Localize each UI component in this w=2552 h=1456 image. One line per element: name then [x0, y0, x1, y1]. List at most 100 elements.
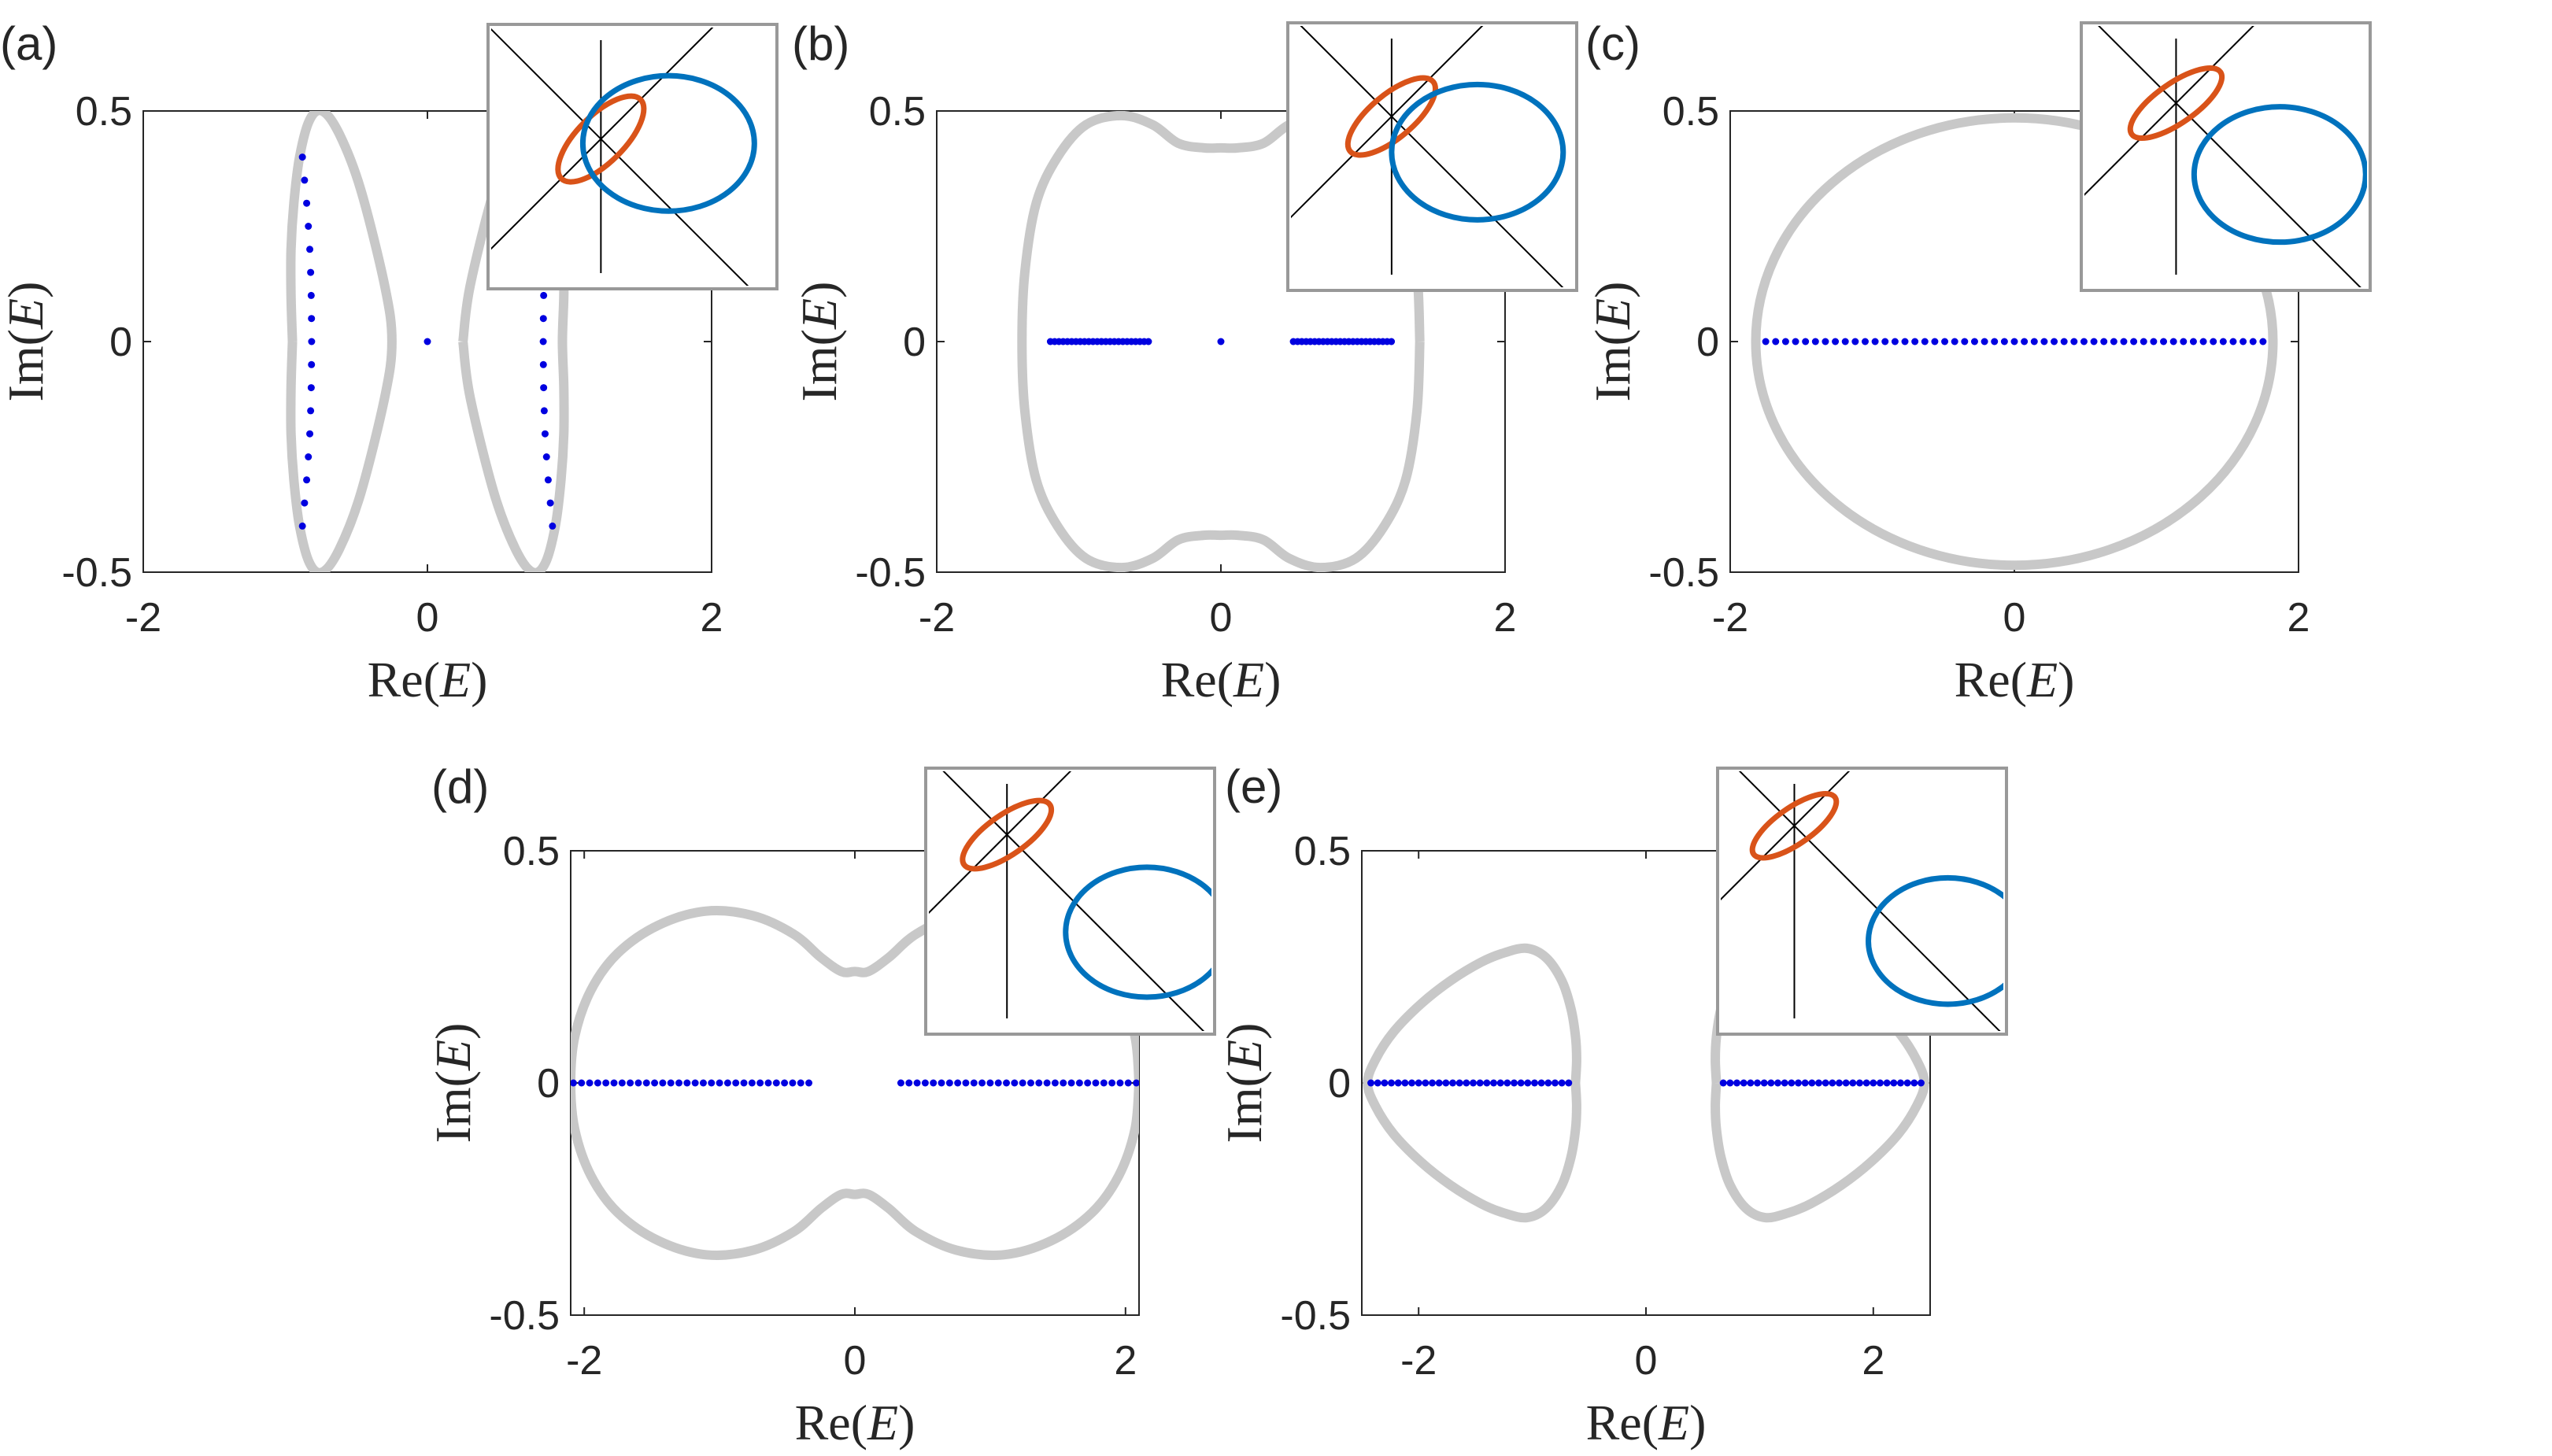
x-tick-label: 0	[416, 595, 439, 641]
obc-eigenvalue-point	[962, 1079, 970, 1087]
obc-eigenvalue-point	[978, 1079, 986, 1087]
y-tick-label: 0.5	[1294, 829, 1351, 874]
obc-eigenvalue-point	[2090, 338, 2098, 346]
obc-eigenvalue-point	[1871, 338, 1879, 346]
obc-eigenvalue-point	[781, 1079, 789, 1087]
inset	[1716, 767, 2008, 1036]
inset-content	[2084, 26, 2367, 287]
obc-eigenvalue-point	[921, 1079, 929, 1087]
obc-eigenvalue-point	[1835, 1079, 1843, 1087]
obc-eigenvalue-point	[1415, 1079, 1422, 1087]
obc-eigenvalue-point	[541, 430, 549, 438]
obc-eigenvalue-point	[683, 1079, 691, 1087]
obc-eigenvalue-point	[1719, 1079, 1727, 1087]
obc-eigenvalue-point	[2199, 338, 2207, 346]
pbc-loop	[286, 111, 397, 572]
obc-eigenvalue-point	[540, 384, 548, 392]
obc-eigenvalue-point	[2219, 338, 2227, 346]
obc-eigenvalue-point	[772, 1079, 780, 1087]
obc-eigenvalue-point	[716, 1079, 723, 1087]
obc-eigenvalue-point	[2239, 338, 2247, 346]
inset-axis-diagonal-up	[491, 28, 714, 250]
obc-eigenvalue-point	[1981, 338, 1988, 346]
obc-eigenvalue-point	[1870, 1079, 1877, 1087]
obc-eigenvalue-point	[1881, 338, 1889, 346]
obc-eigenvalue-point	[1530, 1079, 1538, 1087]
obc-eigenvalue-point	[1124, 1079, 1132, 1087]
obc-eigenvalue-point	[1896, 1079, 1904, 1087]
obc-eigenvalue-point	[1774, 1079, 1782, 1087]
obc-eigenvalue-point	[544, 476, 552, 484]
obc-eigenvalue-point	[2060, 338, 2068, 346]
y-tick-label: -0.5	[1280, 1293, 1351, 1339]
obc-eigenvalue-point	[748, 1079, 756, 1087]
inset-frame	[2080, 21, 2372, 292]
obc-eigenvalue-point	[1917, 1079, 1925, 1087]
x-axis-label: Re(E)	[1161, 652, 1282, 708]
obc-eigenvalue-point	[659, 1079, 667, 1087]
obc-eigenvalue-point	[1026, 1079, 1034, 1087]
inset-content	[1291, 26, 1566, 287]
obc-eigenvalue-point	[938, 1079, 945, 1087]
obc-eigenvalue-point	[1910, 1079, 1918, 1087]
obc-eigenvalue-point	[1558, 1079, 1566, 1087]
obc-eigenvalue-point	[2229, 338, 2237, 346]
obc-eigenvalue-point	[1381, 1079, 1389, 1087]
y-tick-label: 0	[537, 1061, 560, 1107]
inset-content	[1721, 771, 2003, 1031]
obc-eigenvalue-point	[301, 176, 309, 184]
obc-eigenvalue-point	[1890, 1079, 1898, 1087]
obc-eigenvalue-point	[994, 1079, 1002, 1087]
obc-eigenvalue-point	[1931, 338, 1939, 346]
obc-eigenvalue-point	[546, 499, 554, 507]
obc-eigenvalue-point	[651, 1079, 659, 1087]
obc-eigenvalue-point	[1537, 1079, 1545, 1087]
inset-blue-loop	[2191, 104, 2367, 246]
obc-eigenvalue-point	[1733, 1079, 1741, 1087]
obc-eigenvalue-point	[2210, 338, 2217, 346]
obc-eigenvalue-point	[913, 1079, 921, 1087]
x-tick-label: -2	[1712, 595, 1748, 641]
x-tick-label: 0	[1210, 595, 1233, 641]
obc-eigenvalue-point	[307, 291, 315, 299]
obc-eigenvalue-point	[1851, 338, 1859, 346]
panel-label: (a)	[0, 17, 57, 70]
obc-eigenvalue-point	[1772, 338, 1780, 346]
obc-eigenvalue-point	[1401, 1079, 1409, 1087]
inset-content	[929, 771, 1211, 1031]
obc-eigenvalue-point	[305, 223, 313, 230]
y-axis-label: Im(E)	[1216, 1023, 1272, 1144]
obc-eigenvalue-point	[539, 315, 547, 323]
obc-eigenvalue-point	[2110, 338, 2117, 346]
y-axis-label: Im(E)	[425, 1023, 481, 1144]
obc-eigenvalue-point	[2160, 338, 2168, 346]
obc-eigenvalue-point	[1496, 1079, 1504, 1087]
obc-eigenvalue-point	[308, 338, 316, 346]
obc-eigenvalue-point	[2169, 338, 2177, 346]
obc-eigenvalue-point	[789, 1079, 797, 1087]
obc-eigenvalue-point	[732, 1079, 740, 1087]
obc-eigenvalue-point	[307, 407, 315, 415]
obc-eigenvalue-point	[1801, 1079, 1809, 1087]
obc-eigenvalue-point	[1822, 1079, 1829, 1087]
inset	[2080, 21, 2372, 292]
obc-eigenvalue-point	[1367, 1079, 1375, 1087]
obc-eigenvalue-point	[1011, 1079, 1019, 1087]
y-tick-label: -0.5	[855, 550, 926, 596]
obc-eigenvalue-point	[1116, 1079, 1124, 1087]
obc-eigenvalue-point	[1792, 338, 1799, 346]
obc-eigenvalue-point	[905, 1079, 913, 1087]
obc-eigenvalue-point	[307, 384, 315, 392]
obc-eigenvalue-point	[1374, 1079, 1381, 1087]
inset	[924, 767, 1216, 1036]
obc-eigenvalue-point	[308, 360, 316, 368]
obc-eigenvalue-point	[1740, 1079, 1748, 1087]
inset-blue-loop	[1063, 864, 1211, 1000]
obc-eigenvalue-point	[301, 499, 309, 507]
obc-eigenvalue-point	[2051, 338, 2058, 346]
inset-orange-loop	[1749, 790, 1840, 861]
obc-eigenvalue-point	[2130, 338, 2138, 346]
